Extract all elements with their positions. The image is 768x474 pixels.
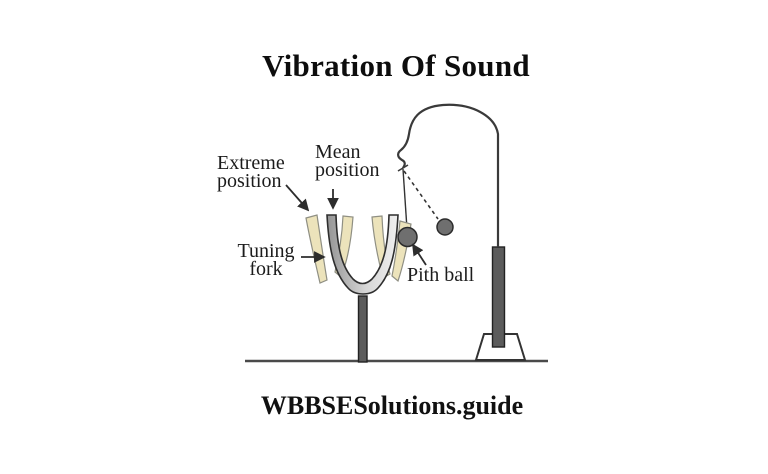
swing-dashed-line (403, 170, 439, 220)
tuning-fork-body (326, 214, 399, 295)
pith-ball (397, 226, 418, 248)
pith-ball-arrow (412, 243, 427, 266)
annotation-arrows (285, 184, 427, 266)
fork-stem (357, 295, 368, 363)
label-mean-line2: position (315, 159, 380, 181)
extreme-position-arrow (285, 184, 310, 212)
label-tuning-line2: fork (249, 258, 283, 280)
label-extreme-line1: Extreme (217, 152, 285, 174)
label-tuning-line1: Tuning (237, 240, 295, 262)
label-mean-line1: Mean (315, 141, 361, 163)
thread (402, 168, 408, 230)
blade-outer-left (305, 214, 328, 284)
displaced-pith-ball (436, 218, 454, 236)
thread-knot (397, 164, 409, 172)
label-pith-ball: Pith ball (407, 264, 475, 286)
stand-rod (491, 246, 506, 348)
stand-arm (397, 103, 500, 247)
label-tuning-fork: Tuning fork (228, 240, 304, 280)
label-mean-position: Mean position (315, 141, 380, 181)
label-extreme-position: Extreme position (217, 152, 285, 192)
figure-title: Vibration Of Sound (262, 48, 530, 83)
label-extreme-line2: position (217, 170, 282, 192)
watermark: WBBSESolutions.guide (260, 391, 524, 420)
